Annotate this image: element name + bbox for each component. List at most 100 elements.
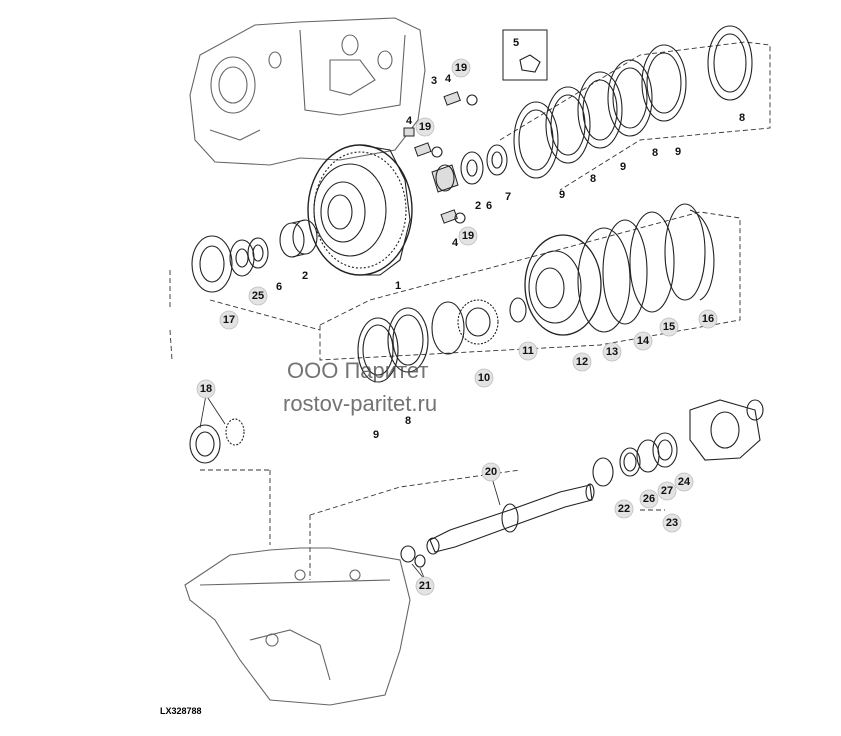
- callout-6: 6: [276, 281, 282, 293]
- callout-number: 9: [620, 161, 626, 173]
- callout-24: 24: [674, 472, 694, 492]
- callout-number: 8: [405, 415, 411, 427]
- callout-10: 10: [474, 368, 494, 388]
- callout-number: 15: [663, 321, 675, 333]
- callout-9: 9: [675, 146, 681, 158]
- callout-circle: [674, 472, 694, 492]
- callout-circle: [415, 117, 435, 137]
- callout-number: 4: [452, 237, 459, 249]
- small-parts-upper: [403, 91, 508, 224]
- callout-14: 14: [633, 331, 653, 351]
- callout-circle: [219, 310, 239, 330]
- left-bearing-stack: [191, 219, 318, 293]
- callout-8: 8: [405, 415, 411, 427]
- callout-number: 12: [576, 356, 588, 368]
- transmission-housing-top: [189, 17, 426, 166]
- callout-2: 2: [475, 200, 481, 212]
- callout-7: 7: [505, 191, 511, 203]
- callout-16: 16: [698, 309, 718, 329]
- callout-number: 16: [702, 313, 714, 325]
- callout-number: 3: [431, 75, 437, 87]
- figure-id-label: LX328788: [160, 706, 202, 716]
- bearing-part-18: [189, 394, 245, 464]
- callout-20: 20: [481, 462, 501, 482]
- watermark-company-name: ООО Паритет: [287, 358, 428, 383]
- clutch-pack-middle: [509, 203, 715, 336]
- callout-8: 8: [590, 173, 596, 185]
- callout-15: 15: [659, 317, 679, 337]
- lower-housing: [184, 547, 411, 706]
- callout-number: 8: [590, 173, 596, 185]
- callout-number: 20: [485, 466, 497, 478]
- callout-number: 6: [486, 200, 492, 212]
- watermark-website: rostov-paritet.ru: [283, 391, 437, 416]
- callout-circle: [698, 309, 718, 329]
- callout-number: 23: [666, 517, 678, 529]
- callout-number: 14: [637, 335, 650, 347]
- callout-number: 7: [505, 191, 511, 203]
- callout-circle: [481, 462, 501, 482]
- callout-circle: [662, 513, 682, 533]
- callout-number: 9: [373, 429, 379, 441]
- callout-number: 26: [643, 493, 655, 505]
- callout-27: 27: [657, 481, 677, 501]
- callout-circle: [659, 317, 679, 337]
- parts-21: [400, 545, 426, 581]
- callout-number: 4: [445, 73, 452, 85]
- callout-9: 9: [620, 161, 626, 173]
- dashed-group-outlines: [169, 41, 771, 580]
- callout-number: 21: [419, 580, 431, 592]
- callout-number: 8: [739, 112, 745, 124]
- callout-circle: [657, 481, 677, 501]
- callout-8: 8: [652, 147, 658, 159]
- callout-5: 5: [513, 37, 519, 49]
- callout-number: 9: [559, 189, 565, 201]
- callout-number: 13: [606, 346, 618, 358]
- callout-17: 17: [219, 310, 239, 330]
- callout-6: 6: [486, 200, 492, 212]
- callout-3: 3: [431, 75, 437, 87]
- output-shaft-part-20: [426, 477, 595, 555]
- callout-18: 18: [196, 379, 216, 399]
- callout-19: 19: [458, 226, 478, 246]
- clutch-plates-lower: [357, 299, 499, 383]
- callout-number: 19: [419, 121, 431, 133]
- callout-number: 11: [522, 345, 534, 357]
- callout-4: 4: [445, 73, 452, 85]
- callout-number: 19: [462, 230, 474, 242]
- callout-number: 1: [395, 280, 401, 292]
- callout-circle: [639, 489, 659, 509]
- callout-circle: [633, 331, 653, 351]
- callout-number: 24: [678, 476, 691, 488]
- callout-12: 12: [572, 352, 592, 372]
- callout-circle: [248, 286, 268, 306]
- callout-23: 23: [662, 513, 682, 533]
- callout-number: 17: [223, 314, 235, 326]
- callout-circle: [572, 352, 592, 372]
- callout-25: 25: [248, 286, 268, 306]
- callout-13: 13: [602, 342, 622, 362]
- callout-9: 9: [373, 429, 379, 441]
- callout-9: 9: [559, 189, 565, 201]
- callout-number: 6: [276, 281, 282, 293]
- callout-4: 4: [406, 115, 413, 127]
- callout-circle: [451, 58, 471, 78]
- callout-number: 18: [200, 383, 212, 395]
- callout-circle: [474, 368, 494, 388]
- callout-number: 8: [652, 147, 658, 159]
- callout-number: 19: [455, 62, 467, 74]
- callout-number: 22: [618, 503, 630, 515]
- callout-number: 5: [513, 37, 519, 49]
- callout-number: 10: [478, 372, 490, 384]
- callout-11: 11: [518, 341, 538, 361]
- callout-circle: [415, 576, 435, 596]
- part-5-detail-box: [502, 29, 548, 81]
- bearing-stack-right: [592, 399, 764, 487]
- callout-number: 27: [661, 485, 673, 497]
- callout-22: 22: [614, 499, 634, 519]
- callout-number: 9: [675, 146, 681, 158]
- callout-number: 4: [406, 115, 413, 127]
